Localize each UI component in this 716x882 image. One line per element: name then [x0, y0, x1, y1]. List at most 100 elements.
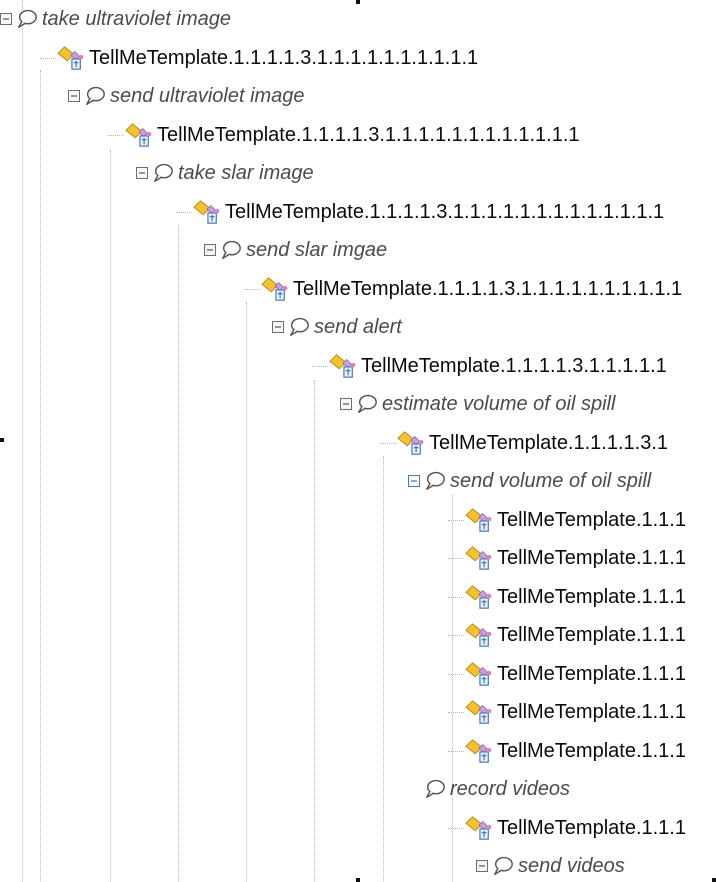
template-node[interactable]: TellMeTemplate.1.1.1.1.3.1.1.1.1.1.1.1.1…: [40, 43, 479, 73]
tree-connector: [312, 366, 328, 367]
tree-guide-line: [22, 0, 23, 882]
speech-bubble-icon: [288, 316, 310, 338]
template-label: TellMeTemplate.1.1.1: [497, 816, 686, 839]
template-icon: [56, 45, 86, 71]
template-label: TellMeTemplate.1.1.1: [497, 623, 686, 646]
tree-connector: [108, 135, 124, 136]
template-label: TellMeTemplate.1.1.1: [497, 662, 686, 685]
tree-connector: [448, 558, 464, 559]
goal-node[interactable]: send videos: [476, 851, 625, 881]
tree-guide-line: [40, 70, 41, 882]
corner-mark: [356, 0, 360, 4]
template-node[interactable]: TellMeTemplate.1.1.1.1.3.1.1.1.1.1.1.1.1…: [108, 120, 580, 150]
template-icon: [192, 199, 222, 225]
collapse-toggle-icon[interactable]: [136, 167, 148, 179]
goal-node[interactable]: take ultraviolet image: [0, 4, 231, 34]
collapse-toggle-icon[interactable]: [408, 475, 420, 487]
goal-label: send volume of oil spill: [450, 469, 652, 492]
template-node[interactable]: TellMeTemplate.1.1.1: [448, 543, 686, 573]
template-icon: [464, 507, 494, 533]
speech-bubble-icon: [16, 8, 38, 30]
tree-connector: [448, 828, 464, 829]
template-node[interactable]: TellMeTemplate.1.1.1: [448, 736, 686, 766]
template-node[interactable]: TellMeTemplate.1.1.1: [448, 620, 686, 650]
tree-connector: [448, 597, 464, 598]
template-icon: [396, 430, 426, 456]
goal-node[interactable]: record videos: [408, 774, 570, 804]
template-label: TellMeTemplate.1.1.1: [497, 546, 686, 569]
goal-label: send alert: [314, 315, 402, 338]
goal-node[interactable]: send volume of oil spill: [408, 466, 651, 496]
tree-guide-line: [452, 495, 453, 882]
template-icon: [464, 545, 494, 571]
tree-connector: [448, 712, 464, 713]
goal-label: send slar imgae: [246, 238, 388, 261]
speech-bubble-icon: [424, 470, 446, 492]
goal-label: take slar image: [178, 161, 314, 184]
template-icon: [464, 699, 494, 725]
template-node[interactable]: TellMeTemplate.1.1.1.1.3.1.1.1.1.1: [312, 351, 667, 381]
collapse-toggle-icon[interactable]: [0, 13, 12, 25]
template-label: TellMeTemplate.1.1.1.1.3.1.1.1.1.1.1.1.1…: [293, 277, 683, 300]
template-icon: [260, 276, 290, 302]
template-icon: [464, 661, 494, 687]
speech-bubble-icon: [492, 855, 514, 877]
template-icon: [464, 622, 494, 648]
corner-mark: [0, 438, 4, 442]
tree-guide-line: [178, 225, 179, 882]
goal-node[interactable]: estimate volume of oil spill: [340, 389, 615, 419]
goal-node[interactable]: take slar image: [136, 158, 314, 188]
speech-bubble-icon: [84, 85, 106, 107]
tree-connector: [448, 520, 464, 521]
tree-connector: [448, 751, 464, 752]
collapse-toggle-icon[interactable]: [476, 860, 488, 872]
speech-bubble-icon: [356, 393, 378, 415]
goal-label: take ultraviolet image: [42, 7, 231, 30]
template-node[interactable]: TellMeTemplate.1.1.1.1.3.1.1.1.1.1.1.1.1…: [244, 274, 683, 304]
template-node[interactable]: TellMeTemplate.1.1.1.1.3.1: [380, 428, 669, 458]
template-icon: [328, 353, 358, 379]
speech-bubble-icon: [220, 239, 242, 261]
tree-guide-line: [110, 150, 111, 882]
goal-node[interactable]: send ultraviolet image: [68, 81, 305, 111]
template-label: TellMeTemplate.1.1.1.1.3.1: [429, 431, 669, 454]
template-icon: [464, 738, 494, 764]
goal-label: send videos: [518, 854, 625, 877]
collapse-toggle-icon[interactable]: [68, 90, 80, 102]
goal-node[interactable]: send slar imgae: [204, 235, 387, 265]
template-node[interactable]: TellMeTemplate.1.1.1: [448, 505, 686, 535]
template-node[interactable]: TellMeTemplate.1.1.1.1.3.1.1.1.1.1.1.1.1…: [176, 197, 665, 227]
goal-label: send ultraviolet image: [110, 84, 305, 107]
goal-node[interactable]: send alert: [272, 312, 402, 342]
template-icon: [464, 584, 494, 610]
speech-bubble-icon: [424, 778, 446, 800]
tree-connector: [244, 289, 260, 290]
tree-connector: [176, 212, 192, 213]
tree-guide-line: [383, 456, 384, 882]
goal-label: estimate volume of oil spill: [382, 392, 616, 415]
template-label: TellMeTemplate.1.1.1: [497, 585, 686, 608]
goal-label: record videos: [450, 777, 571, 800]
template-label: TellMeTemplate.1.1.1.1.3.1.1.1.1.1.1.1.1…: [89, 46, 479, 69]
tree-connector: [448, 635, 464, 636]
template-label: TellMeTemplate.1.1.1.1.3.1.1.1.1.1.1.1.1…: [157, 123, 580, 146]
tree-connector: [380, 443, 396, 444]
template-icon: [124, 122, 154, 148]
collapse-toggle-icon[interactable]: [340, 398, 352, 410]
template-label: TellMeTemplate.1.1.1: [497, 739, 686, 762]
template-label: TellMeTemplate.1.1.1: [497, 700, 686, 723]
template-label: TellMeTemplate.1.1.1: [497, 508, 686, 531]
collapse-toggle-icon[interactable]: [272, 321, 284, 333]
template-node[interactable]: TellMeTemplate.1.1.1: [448, 659, 686, 689]
template-node[interactable]: TellMeTemplate.1.1.1: [448, 697, 686, 727]
template-label: TellMeTemplate.1.1.1.1.3.1.1.1.1.1: [361, 354, 667, 377]
template-label: TellMeTemplate.1.1.1.1.3.1.1.1.1.1.1.1.1…: [225, 200, 665, 223]
template-icon: [464, 815, 494, 841]
collapse-toggle-icon[interactable]: [204, 244, 216, 256]
corner-mark: [356, 878, 360, 882]
tree-guide-line: [314, 380, 315, 882]
template-node[interactable]: TellMeTemplate.1.1.1: [448, 582, 686, 612]
speech-bubble-icon: [152, 162, 174, 184]
template-node[interactable]: TellMeTemplate.1.1.1: [448, 813, 686, 843]
